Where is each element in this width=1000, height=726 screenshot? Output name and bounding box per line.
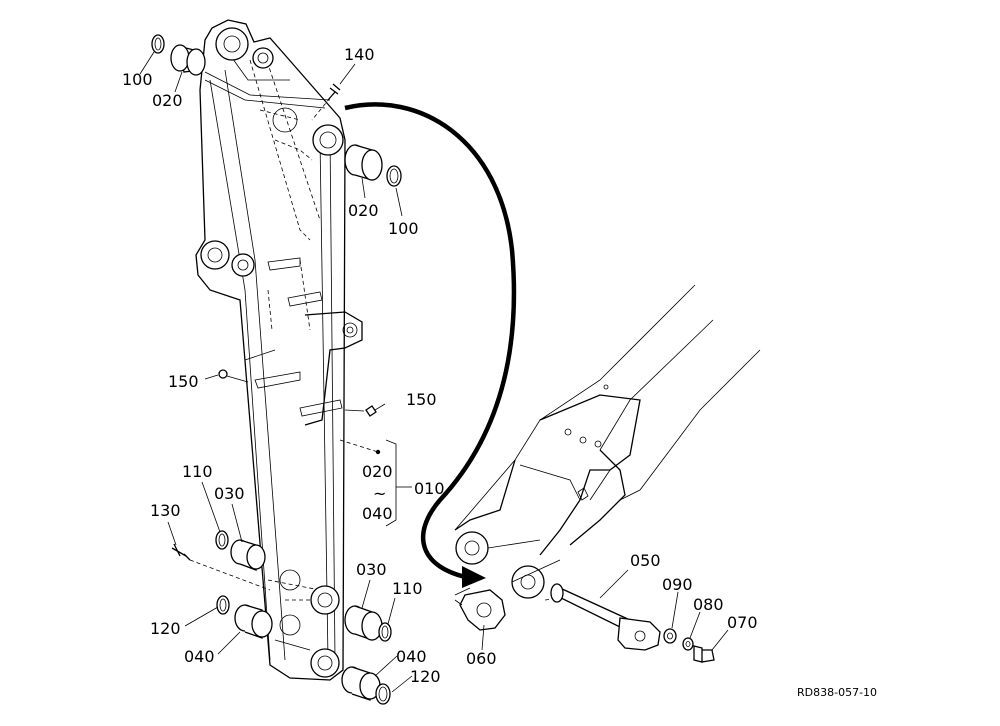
label-110: 110 bbox=[392, 579, 423, 598]
label-050: 050 bbox=[630, 551, 661, 570]
part-040-bushing-right bbox=[341, 666, 381, 701]
part-150-fitting-right bbox=[344, 405, 377, 417]
arm-body bbox=[195, 19, 363, 681]
part-130-grease-nipple bbox=[171, 543, 271, 591]
part-030-bushing-right bbox=[344, 605, 383, 641]
label-020: 020 bbox=[362, 462, 393, 481]
part-100-ring-top bbox=[151, 34, 165, 54]
label-120: 120 bbox=[410, 667, 441, 686]
label-020: 020 bbox=[348, 201, 379, 220]
label-040: 040 bbox=[362, 504, 393, 523]
label-110: 110 bbox=[182, 462, 213, 481]
part-060-link bbox=[454, 587, 506, 631]
part-120-ring-right bbox=[375, 683, 391, 705]
label-080: 080 bbox=[693, 595, 724, 614]
part-110-ring-right bbox=[378, 622, 392, 642]
part-110-ring-left bbox=[215, 530, 229, 550]
part-040-bushing-left bbox=[234, 604, 273, 639]
label-020: 020 bbox=[152, 91, 183, 110]
label-060: 060 bbox=[466, 649, 497, 668]
label-150: 150 bbox=[168, 372, 199, 391]
boom-end bbox=[454, 284, 761, 601]
part-120-ring-left bbox=[216, 595, 230, 615]
label-090: 090 bbox=[662, 575, 693, 594]
label-120: 120 bbox=[150, 619, 181, 638]
part-070-bolt bbox=[693, 645, 715, 663]
label-030: 030 bbox=[356, 560, 387, 579]
label-150: 150 bbox=[406, 390, 437, 409]
drawing-reference: RD838-057-10 bbox=[797, 686, 877, 699]
label-010: 010 bbox=[414, 479, 445, 498]
part-030-bushing-left bbox=[230, 539, 266, 571]
label-030: 030 bbox=[214, 484, 245, 503]
part-080-lock-washer bbox=[682, 637, 694, 651]
leader-lines bbox=[139, 51, 729, 693]
label-040: 040 bbox=[396, 647, 427, 666]
label-100: 100 bbox=[388, 219, 419, 238]
part-150-fitting-left bbox=[218, 369, 249, 383]
label-070: 070 bbox=[727, 613, 758, 632]
part-100-ring-right bbox=[386, 165, 402, 187]
label-040: 040 bbox=[184, 647, 215, 666]
label-130: 130 bbox=[150, 501, 181, 520]
part-010-group-bracket bbox=[339, 439, 412, 527]
part-090-washer bbox=[663, 628, 677, 644]
part-labels: 100 020 140 020 100 150 150 020 ~ 040 01… bbox=[122, 45, 877, 699]
assembly-arrow bbox=[344, 102, 517, 588]
label-100: 100 bbox=[122, 70, 153, 89]
part-050-pin bbox=[550, 583, 661, 651]
label-tilde: ~ bbox=[373, 484, 386, 503]
part-140-grease-nipple bbox=[311, 83, 341, 121]
label-140: 140 bbox=[344, 45, 375, 64]
part-020-bushing-right bbox=[344, 144, 383, 181]
part-020-bushing-top bbox=[170, 44, 206, 76]
